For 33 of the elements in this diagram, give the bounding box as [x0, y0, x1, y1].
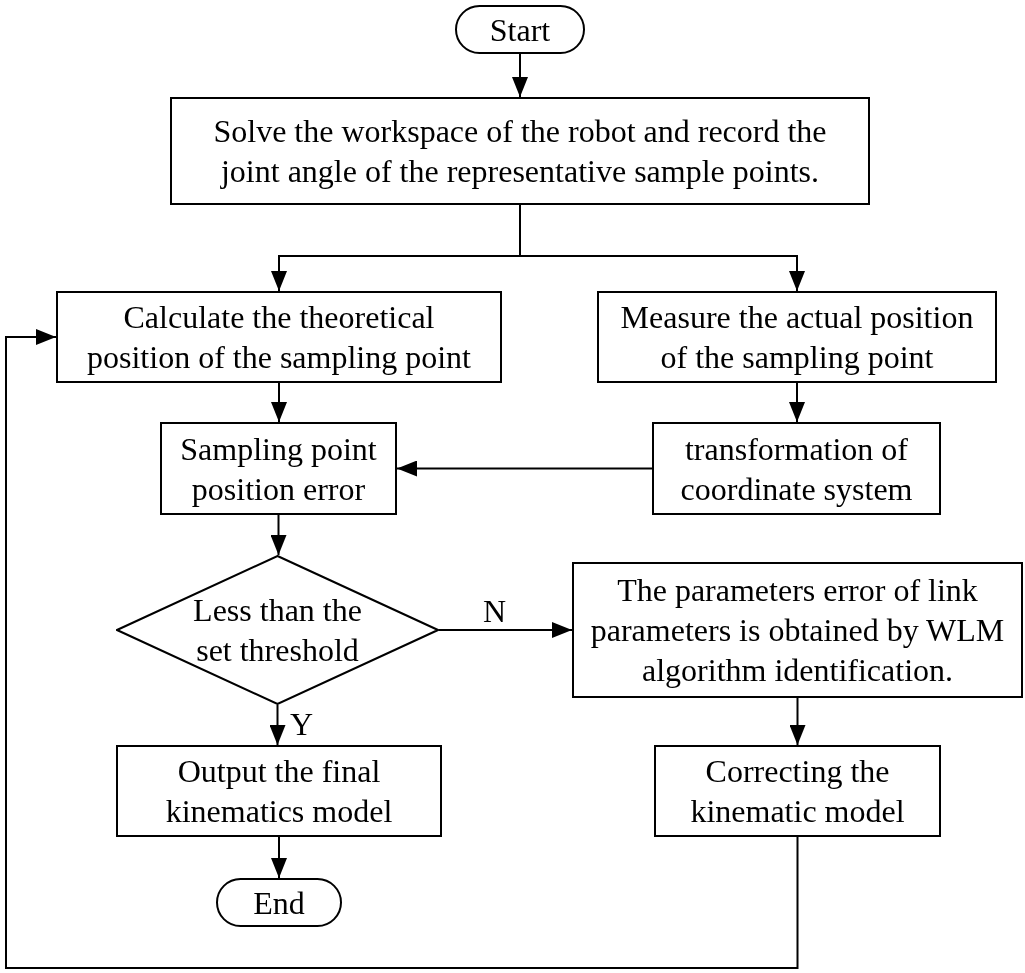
- arrow: [789, 697, 806, 746]
- step-text: Solve the workspace of the robot and record the joint angle of the representative sample points.: [212, 112, 828, 191]
- process-box: [654, 745, 941, 837]
- step-text: Measure the actual position of the sampling point: [619, 298, 975, 377]
- terminal-pill: [216, 878, 342, 927]
- arrow: [271, 836, 287, 879]
- process-box: [116, 745, 442, 837]
- process-box: [160, 422, 397, 515]
- step-text: Sampling point position error: [179, 429, 378, 509]
- condition-text: Less than the set threshold: [192, 591, 363, 670]
- arrow: [789, 382, 805, 423]
- arrow: [512, 53, 528, 98]
- process-box: [572, 562, 1023, 698]
- process-box: [56, 291, 502, 383]
- arrow: [519, 204, 805, 292]
- arrow: [270, 514, 287, 556]
- process-box: [170, 97, 870, 205]
- arrow: [269, 704, 286, 746]
- arrow: [438, 622, 573, 638]
- step-text: Calculate the theoretical position of the sampling point: [86, 298, 472, 377]
- arrow: [396, 460, 653, 477]
- arrow: [271, 382, 287, 423]
- step-text: transformation of coordinate system: [679, 429, 914, 509]
- step-text: Correcting the kinematic model: [689, 752, 906, 831]
- terminal-pill: [455, 5, 585, 54]
- arrow: [5, 329, 799, 969]
- step-text: Output the final kinematics model: [164, 752, 394, 831]
- process-box: [652, 422, 941, 515]
- step-text: The parameters error of link parameters is obtained by WLM algorithm identification.: [589, 571, 1006, 690]
- terminal-text: End: [253, 883, 305, 923]
- terminal-text: Start: [489, 10, 551, 50]
- decision-diamond: [116, 555, 439, 705]
- process-box: [597, 291, 997, 383]
